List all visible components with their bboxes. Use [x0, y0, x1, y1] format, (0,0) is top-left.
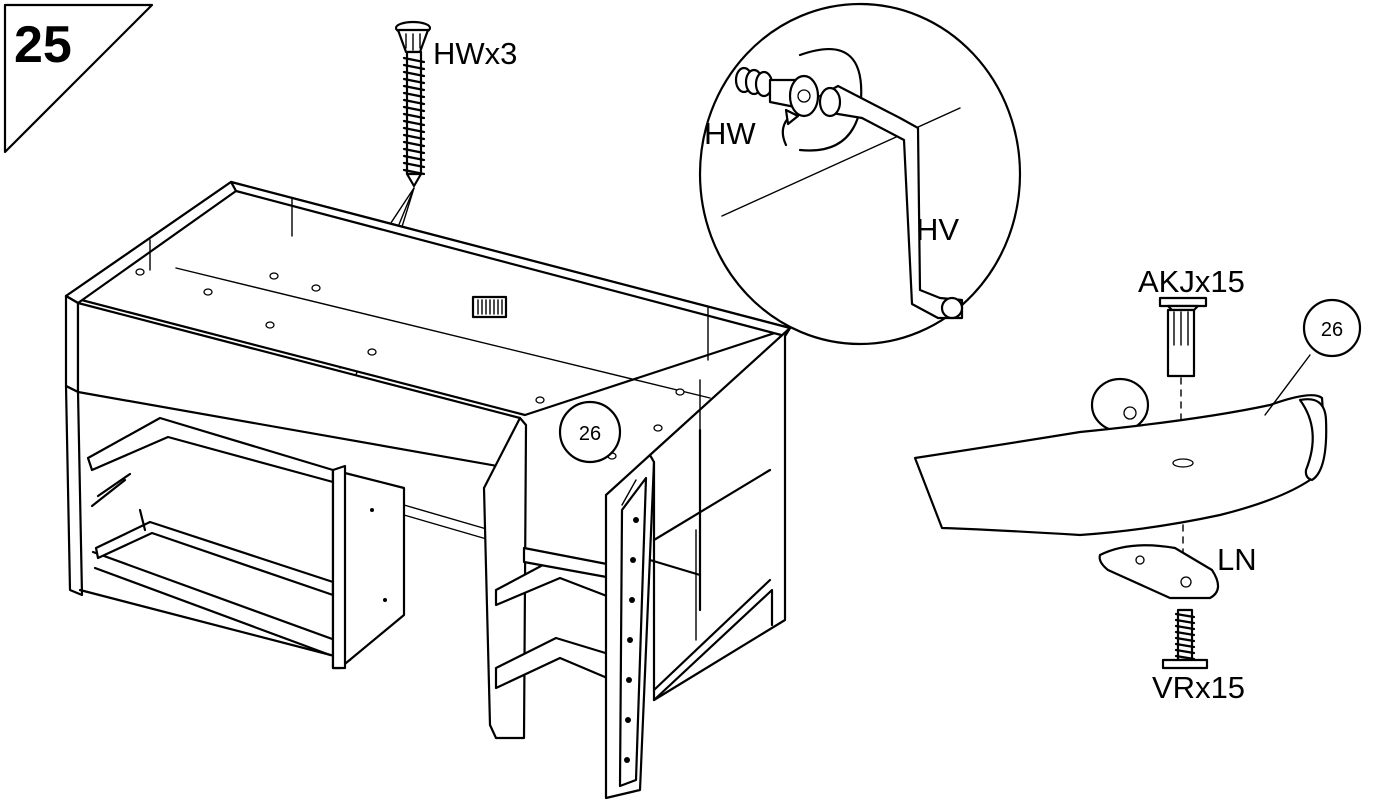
rail-dot	[625, 717, 631, 723]
deck-hole	[203, 288, 213, 296]
screw-thread	[402, 77, 426, 85]
deck-hole	[535, 396, 545, 404]
loft-bed-frame	[64, 180, 792, 800]
deck-hole	[135, 268, 145, 276]
vr-thread	[1174, 630, 1196, 637]
vr-screw-icon	[1161, 608, 1209, 670]
wooden-part-26	[913, 377, 1328, 537]
detail-allen-key	[698, 2, 1022, 346]
label-vr-x15: VRx15	[1152, 670, 1245, 705]
vr-thread	[1174, 612, 1196, 619]
rail-dot	[629, 597, 635, 603]
vr-thread	[1174, 648, 1196, 655]
ln-plate-icon	[1098, 544, 1220, 600]
callout-26-detail: 26	[1321, 319, 1343, 341]
screw-thread	[402, 70, 426, 78]
screw-thread	[402, 147, 426, 155]
deck-hole	[269, 272, 279, 280]
screw-thread	[402, 63, 426, 71]
callout-26-bed: 26	[579, 423, 601, 445]
deck-hole	[265, 321, 275, 329]
screw-thread	[402, 161, 426, 169]
deck-hole	[653, 424, 663, 432]
label-akj-x15: AKJx15	[1138, 264, 1245, 299]
step-number: 25	[14, 16, 72, 74]
screw-thread	[402, 140, 426, 148]
callout-circle-bed: 26	[558, 400, 622, 464]
detail-screw-icon	[734, 66, 820, 118]
akj-bolt-icon	[1158, 296, 1208, 378]
screw-thread	[402, 154, 426, 162]
step-badge: 25	[3, 3, 154, 154]
deck-hole	[675, 388, 685, 396]
rail-dot	[627, 637, 633, 643]
rail-dot	[633, 517, 639, 523]
vr-thread	[1174, 618, 1196, 625]
vr-thread	[1174, 642, 1196, 649]
label-hv: HV	[916, 212, 959, 247]
screw-thread	[402, 133, 426, 141]
rail-dot	[626, 677, 632, 683]
rail-dot	[630, 557, 636, 563]
deck-hole	[311, 284, 321, 292]
label-hw: HW	[704, 116, 756, 151]
screw-thread	[402, 56, 426, 64]
screw-thread	[402, 91, 426, 99]
screw-thread	[402, 112, 426, 120]
screw-thread	[402, 98, 426, 106]
rail-dot	[624, 757, 630, 763]
deck-hole	[367, 348, 377, 356]
vr-thread	[1174, 636, 1196, 643]
callout-circle-detail: 26	[1302, 298, 1362, 358]
screw-thread	[402, 126, 426, 134]
screw-thread	[402, 119, 426, 127]
screw-thread	[402, 84, 426, 92]
vr-thread	[1174, 654, 1196, 661]
vr-thread	[1174, 624, 1196, 631]
screw-thread	[402, 105, 426, 113]
label-hw-x3: HWx3	[433, 36, 517, 71]
label-ln: LN	[1217, 542, 1257, 577]
screw-hw-icon	[394, 20, 432, 188]
